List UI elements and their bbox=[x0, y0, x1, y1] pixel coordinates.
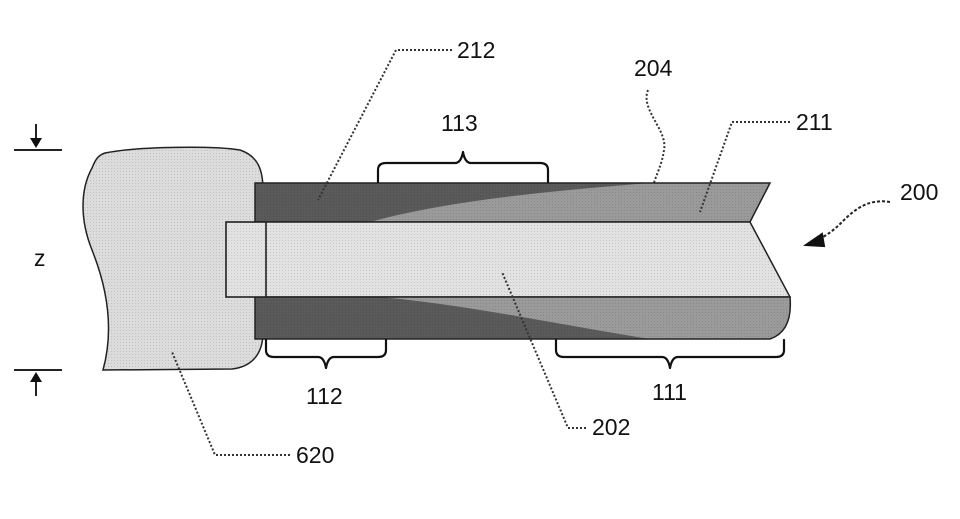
label-111: 111 bbox=[652, 379, 687, 405]
label-212: 212 bbox=[457, 37, 495, 63]
arrow-200 bbox=[806, 201, 890, 246]
brace-112 bbox=[266, 340, 386, 368]
leader-204 bbox=[647, 90, 665, 183]
label-200: 200 bbox=[900, 179, 938, 205]
label-211: 211 bbox=[796, 109, 833, 135]
core-202 bbox=[255, 222, 790, 297]
brace-113 bbox=[378, 152, 548, 182]
label-z: z bbox=[34, 245, 46, 271]
dimension-z: z bbox=[14, 124, 62, 396]
brace-111 bbox=[556, 340, 784, 368]
leader-212 bbox=[318, 50, 452, 200]
label-204: 204 bbox=[634, 55, 673, 81]
label-113: 113 bbox=[441, 110, 478, 136]
top-sheath bbox=[255, 183, 770, 222]
label-112: 112 bbox=[306, 383, 343, 409]
bottom-sheath bbox=[255, 297, 790, 339]
label-620: 620 bbox=[296, 442, 334, 468]
label-202: 202 bbox=[592, 414, 630, 440]
